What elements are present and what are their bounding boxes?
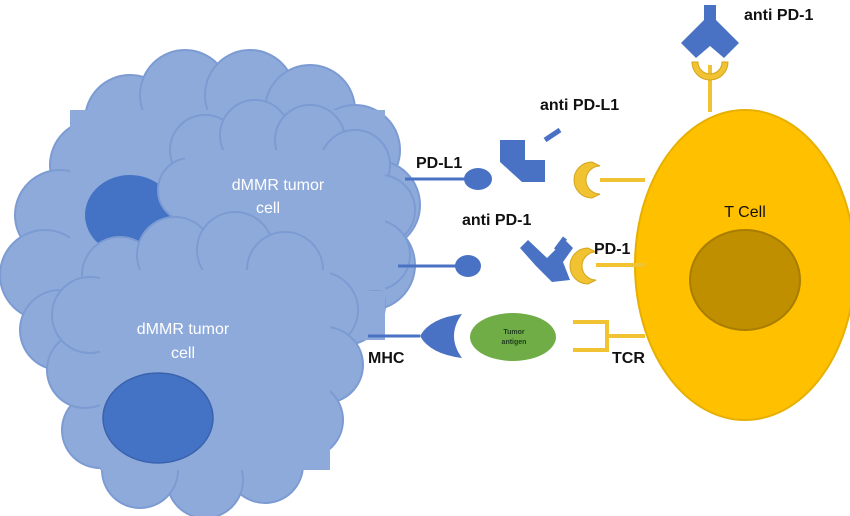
pd1-receptor-upper — [573, 161, 645, 199]
tcr-label: TCR — [612, 350, 645, 367]
anti-pd1-antibody-top — [681, 5, 739, 58]
tcr-receptor — [573, 320, 645, 352]
anti-pd1-mid-label: anti PD-1 — [462, 212, 531, 229]
tumor-antigen: Tumor antigen — [470, 313, 556, 361]
tumor-cell-front: dMMR tumor cell — [46, 211, 364, 516]
pd1-receptor-lower — [569, 247, 645, 285]
pdl1-receptor-upper — [405, 168, 492, 190]
anti-pdl1-label: anti PD-L1 — [540, 97, 619, 114]
t-cell: T Cell — [634, 109, 850, 421]
t-cell-label: T Cell — [724, 204, 766, 221]
anti-pd1-antibody-mid — [520, 236, 573, 282]
tumor-cell-middle-label-2: cell — [256, 200, 280, 217]
pdl1-receptor-lower — [398, 255, 481, 277]
pdl1-label: PD-L1 — [416, 155, 462, 172]
pd1-top-receptor — [691, 61, 729, 112]
tumor-cell-middle-label-1: dMMR tumor — [232, 177, 325, 194]
pd1-label: PD-1 — [594, 241, 631, 258]
anti-pdl1-antibody — [500, 127, 562, 182]
tumor-nucleus-front — [102, 372, 214, 464]
mhc-receptor — [368, 314, 462, 358]
t-cell-nucleus — [689, 229, 801, 331]
tumor-cell-front-label-2: cell — [171, 345, 195, 362]
tumor-cell-front-label-1: dMMR tumor — [137, 321, 230, 338]
mhc-label: MHC — [368, 350, 405, 367]
anti-pd1-top-label: anti PD-1 — [744, 7, 813, 24]
tumor-antigen-label-2: antigen — [502, 339, 527, 346]
tumor-antigen-label-1: Tumor — [503, 329, 525, 336]
